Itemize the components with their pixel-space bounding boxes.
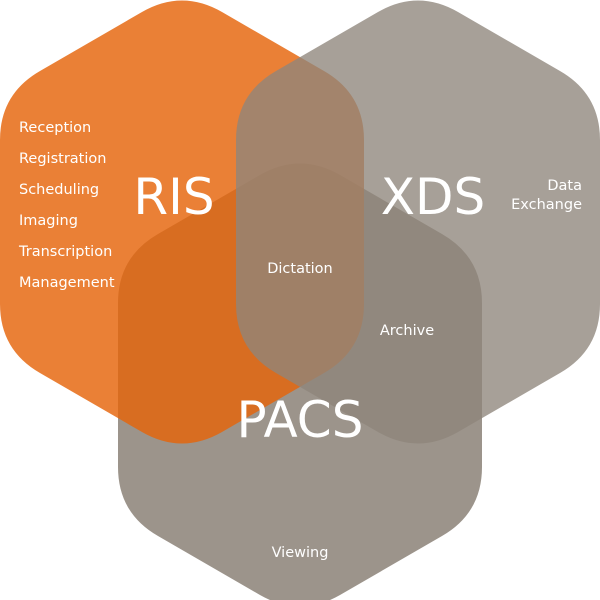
xds-hexagon — [236, 0, 600, 444]
ris-item-transcription: Transcription — [18, 244, 112, 260]
ris-item-imaging: Imaging — [19, 213, 78, 229]
overlap-label-archive: Archive — [380, 323, 434, 339]
ris-item-reception: Reception — [19, 120, 91, 136]
pacs-item-viewing: Viewing — [272, 545, 329, 561]
ris-item-scheduling: Scheduling — [19, 182, 99, 198]
ris-item-management: Management — [19, 275, 115, 291]
xds-item-data: Data — [547, 178, 582, 194]
ris-title: RIS — [133, 168, 214, 226]
ris-item-registration: Registration — [19, 151, 106, 167]
overlap-label-dictation: Dictation — [267, 261, 333, 277]
xds-item-exchange: Exchange — [511, 197, 582, 213]
xds-title: XDS — [381, 168, 486, 226]
pacs-title: PACS — [237, 391, 364, 449]
